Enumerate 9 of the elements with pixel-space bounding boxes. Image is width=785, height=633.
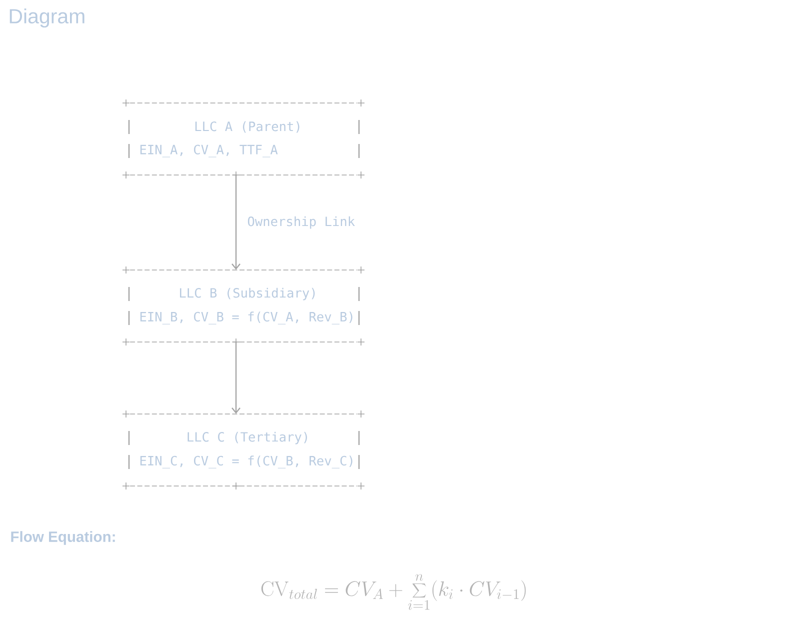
text-box: LLC C (Tertiary) EIN_C, CV_C = f(CV_B, Rev_C) (122, 410, 365, 490)
arrow (232, 175, 240, 270)
section-label: Flow Equation: (11, 531, 115, 545)
text-box: LLC A (Parent) EIN_A, CV_A, TTF_A (122, 99, 365, 179)
formula: $\mathrm{CV}_{total} = CV_A + \sum_{i=1}^{n} (k_i \cdot CV_{i-1})$ (261, 574, 526, 610)
edge-label: Ownership Link (246, 215, 356, 230)
title: Diagram (10, 8, 84, 28)
arrow (232, 342, 240, 414)
text-box: LLC B (Subsidiary) EIN_B, CV_B = f(CV_A, Rev_B) (122, 266, 365, 346)
